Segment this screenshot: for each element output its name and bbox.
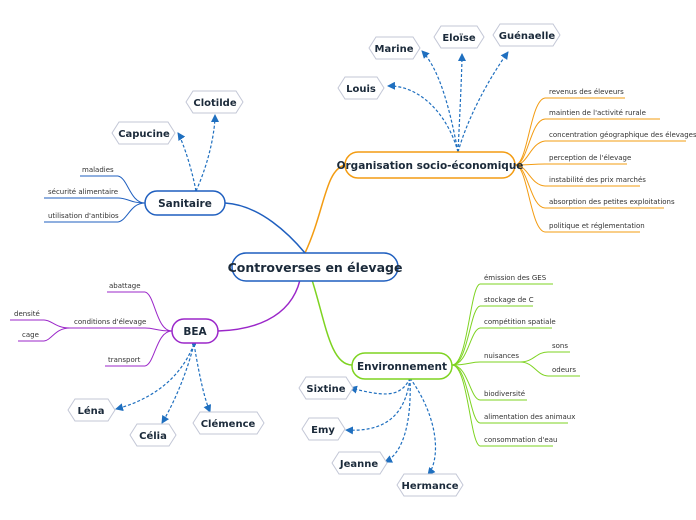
- person-label-clemence: Clémence: [201, 418, 256, 430]
- person-node-sixtine[interactable]: Sixtine: [298, 376, 354, 400]
- socio-item-politique: politique et réglementation: [549, 222, 645, 230]
- person-label-emy: Emy: [311, 425, 335, 436]
- person-node-capucine[interactable]: Capucine: [111, 121, 176, 145]
- bea-item-transport: transport: [108, 356, 141, 364]
- person-label-capucine: Capucine: [118, 129, 170, 140]
- person-label-hermance: Hermance: [401, 481, 458, 492]
- person-node-lena[interactable]: Léna: [67, 398, 116, 422]
- person-node-clemence[interactable]: Clémence: [192, 411, 265, 435]
- connector-center-sanitaire: [224, 202, 306, 254]
- person-node-guenaelle[interactable]: Guénaelle: [492, 23, 561, 47]
- branch-label-environnement: Environnement: [357, 361, 447, 373]
- branch-node-bea[interactable]: BEA: [171, 318, 219, 344]
- person-label-eloise: Eloïse: [442, 33, 476, 44]
- person-label-celia: Célia: [139, 430, 167, 442]
- socio-item-concentration: concentration géographique des élevages: [549, 131, 696, 139]
- center-label: Controverses en élevage: [228, 260, 403, 275]
- env-item-alimentation: alimentation des animaux: [484, 413, 575, 421]
- sanitaire-items: [44, 175, 146, 223]
- person-label-louis: Louis: [346, 84, 376, 95]
- person-node-jeanne[interactable]: Jeanne: [331, 451, 388, 475]
- person-node-louis[interactable]: Louis: [337, 76, 385, 100]
- people-links: [115, 50, 509, 476]
- socio-item-perception: perception de l'élevage: [549, 154, 631, 162]
- connector-center-environnement: [311, 279, 353, 366]
- socio-items: [514, 97, 686, 233]
- person-label-guenaelle: Guénaelle: [499, 30, 556, 42]
- person-node-marine[interactable]: Marine: [368, 36, 421, 60]
- env-item-biodiversite: biodiversité: [484, 390, 525, 398]
- env-subitem-odeurs: odeurs: [552, 366, 576, 374]
- person-label-marine: Marine: [375, 44, 414, 55]
- sanitaire-item-antibios: utilisation d'antibios: [48, 212, 119, 220]
- branch-label-sanitaire: Sanitaire: [158, 198, 212, 210]
- bea-item-conditions: conditions d'élevage: [74, 318, 146, 326]
- branch-node-socio[interactable]: Organisation socio-économique: [337, 151, 524, 179]
- socio-item-maintien: maintien de l'activité rurale: [549, 109, 646, 117]
- person-node-hermance[interactable]: Hermance: [396, 473, 464, 497]
- socio-item-absorption: absorption des petites exploitations: [549, 198, 675, 206]
- env-item-ges: émission des GES: [484, 274, 547, 282]
- env-item-consommation: consommation d'eau: [484, 436, 557, 444]
- person-label-lena: Léna: [77, 405, 104, 417]
- person-node-clotilde[interactable]: Clotilde: [185, 90, 244, 114]
- bea-items: [10, 291, 173, 367]
- branch-label-bea: BEA: [183, 326, 207, 338]
- env-item-competition: compétition spatiale: [484, 318, 556, 326]
- person-node-eloise[interactable]: Eloïse: [433, 25, 485, 49]
- sanitaire-item-securite: sécurité alimentaire: [48, 188, 118, 196]
- branch-node-sanitaire[interactable]: Sanitaire: [144, 190, 226, 216]
- person-label-sixtine: Sixtine: [306, 384, 345, 395]
- center-node[interactable]: Controverses en élevage: [228, 252, 403, 282]
- person-node-emy[interactable]: Emy: [301, 417, 346, 441]
- branch-label-socio: Organisation socio-économique: [337, 160, 524, 172]
- branch-node-environnement[interactable]: Environnement: [351, 352, 453, 380]
- person-label-clotilde: Clotilde: [193, 98, 236, 109]
- bea-subitem-cage: cage: [22, 331, 39, 339]
- bea-item-abattage: abattage: [109, 282, 141, 290]
- connector-center-socio: [304, 164, 346, 254]
- connector-center-bea: [217, 279, 301, 332]
- env-item-nuisances: nuisances: [484, 352, 519, 360]
- person-node-celia[interactable]: Célia: [129, 423, 177, 447]
- sanitaire-item-maladies: maladies: [82, 166, 114, 174]
- env-subitem-sons: sons: [552, 342, 568, 350]
- socio-item-instabilite: instabilité des prix marchés: [549, 176, 646, 184]
- environnement-items: [451, 283, 580, 447]
- env-item-stockage: stockage de C: [484, 296, 534, 304]
- socio-item-revenus: revenus des éleveurs: [549, 88, 624, 96]
- person-label-jeanne: Jeanne: [339, 459, 378, 470]
- bea-subitem-densite: densité: [14, 310, 40, 318]
